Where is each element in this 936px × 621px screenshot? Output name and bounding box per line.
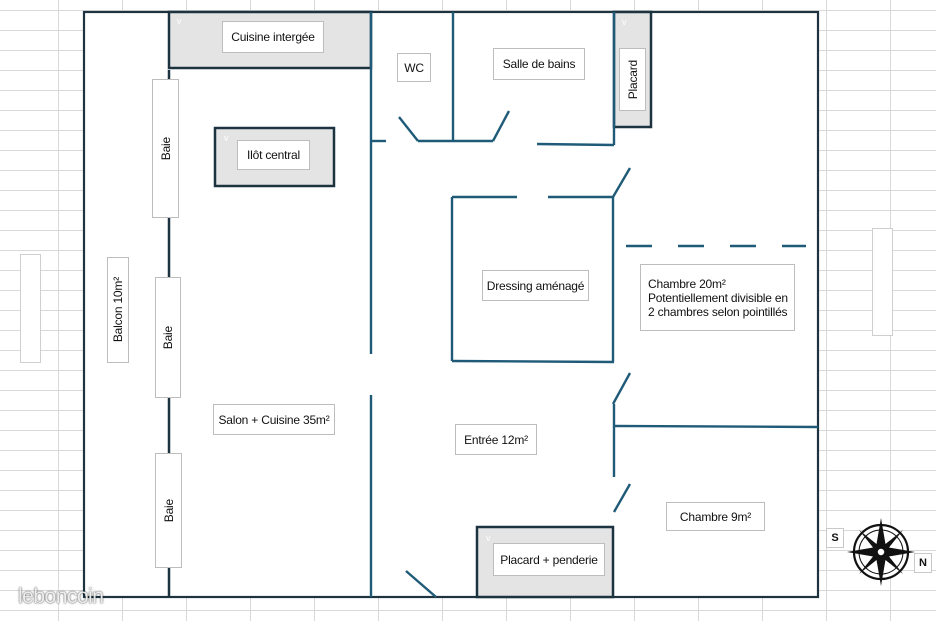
wc-label: WC bbox=[397, 53, 431, 82]
compass-rose-icon bbox=[847, 518, 915, 586]
leboncoin-watermark: leboncoin bbox=[18, 585, 104, 608]
top-cupboard-label: Placard bbox=[625, 59, 640, 100]
living-room-label: Salon + Cuisine 35m² bbox=[213, 404, 335, 435]
wardrobe-label: Placard + penderie bbox=[493, 543, 605, 576]
bedroom-20-note-2: 2 chambres selon pointillés bbox=[648, 304, 788, 319]
island-label: Ilôt central bbox=[237, 140, 310, 170]
svg-text:v: v bbox=[622, 17, 627, 27]
balcony-label-box: Balcon 10m² bbox=[107, 257, 129, 363]
compass-south-label: S bbox=[826, 528, 844, 548]
dressing-label: Dressing aménagé bbox=[482, 270, 589, 301]
bathroom-label: Salle de bains bbox=[493, 48, 585, 80]
bay-window-1: Baie bbox=[152, 79, 179, 218]
entrance-label: Entrée 12m² bbox=[455, 424, 537, 455]
bay-window-label: Baie bbox=[161, 325, 175, 350]
svg-text:v: v bbox=[224, 133, 229, 143]
bedroom-20-label: Chambre 20m² Potentiellement divisible e… bbox=[640, 264, 795, 331]
exterior-element-left bbox=[20, 254, 41, 363]
balcony-label: Balcon 10m² bbox=[111, 277, 125, 343]
bay-window-3: Baie bbox=[155, 453, 182, 568]
bedroom-20-title: Chambre 20m² bbox=[648, 276, 726, 291]
bay-window-2: Baie bbox=[155, 277, 181, 398]
interior-walls bbox=[369, 12, 819, 598]
bedroom-9-label: Chambre 9m² bbox=[666, 502, 765, 531]
svg-text:v: v bbox=[486, 533, 491, 543]
exterior-element-right bbox=[872, 228, 893, 336]
compass-north-label: N bbox=[914, 553, 932, 573]
bedroom-20-note-1: Potentiellement divisible en bbox=[648, 290, 788, 305]
bay-window-label: Baie bbox=[158, 136, 173, 161]
kitchen-label: Cuisine intergée bbox=[222, 21, 324, 53]
kitchen-marker: v bbox=[177, 16, 182, 26]
bay-window-label: Baie bbox=[161, 498, 176, 523]
top-cupboard-label-box: Placard bbox=[619, 48, 646, 111]
